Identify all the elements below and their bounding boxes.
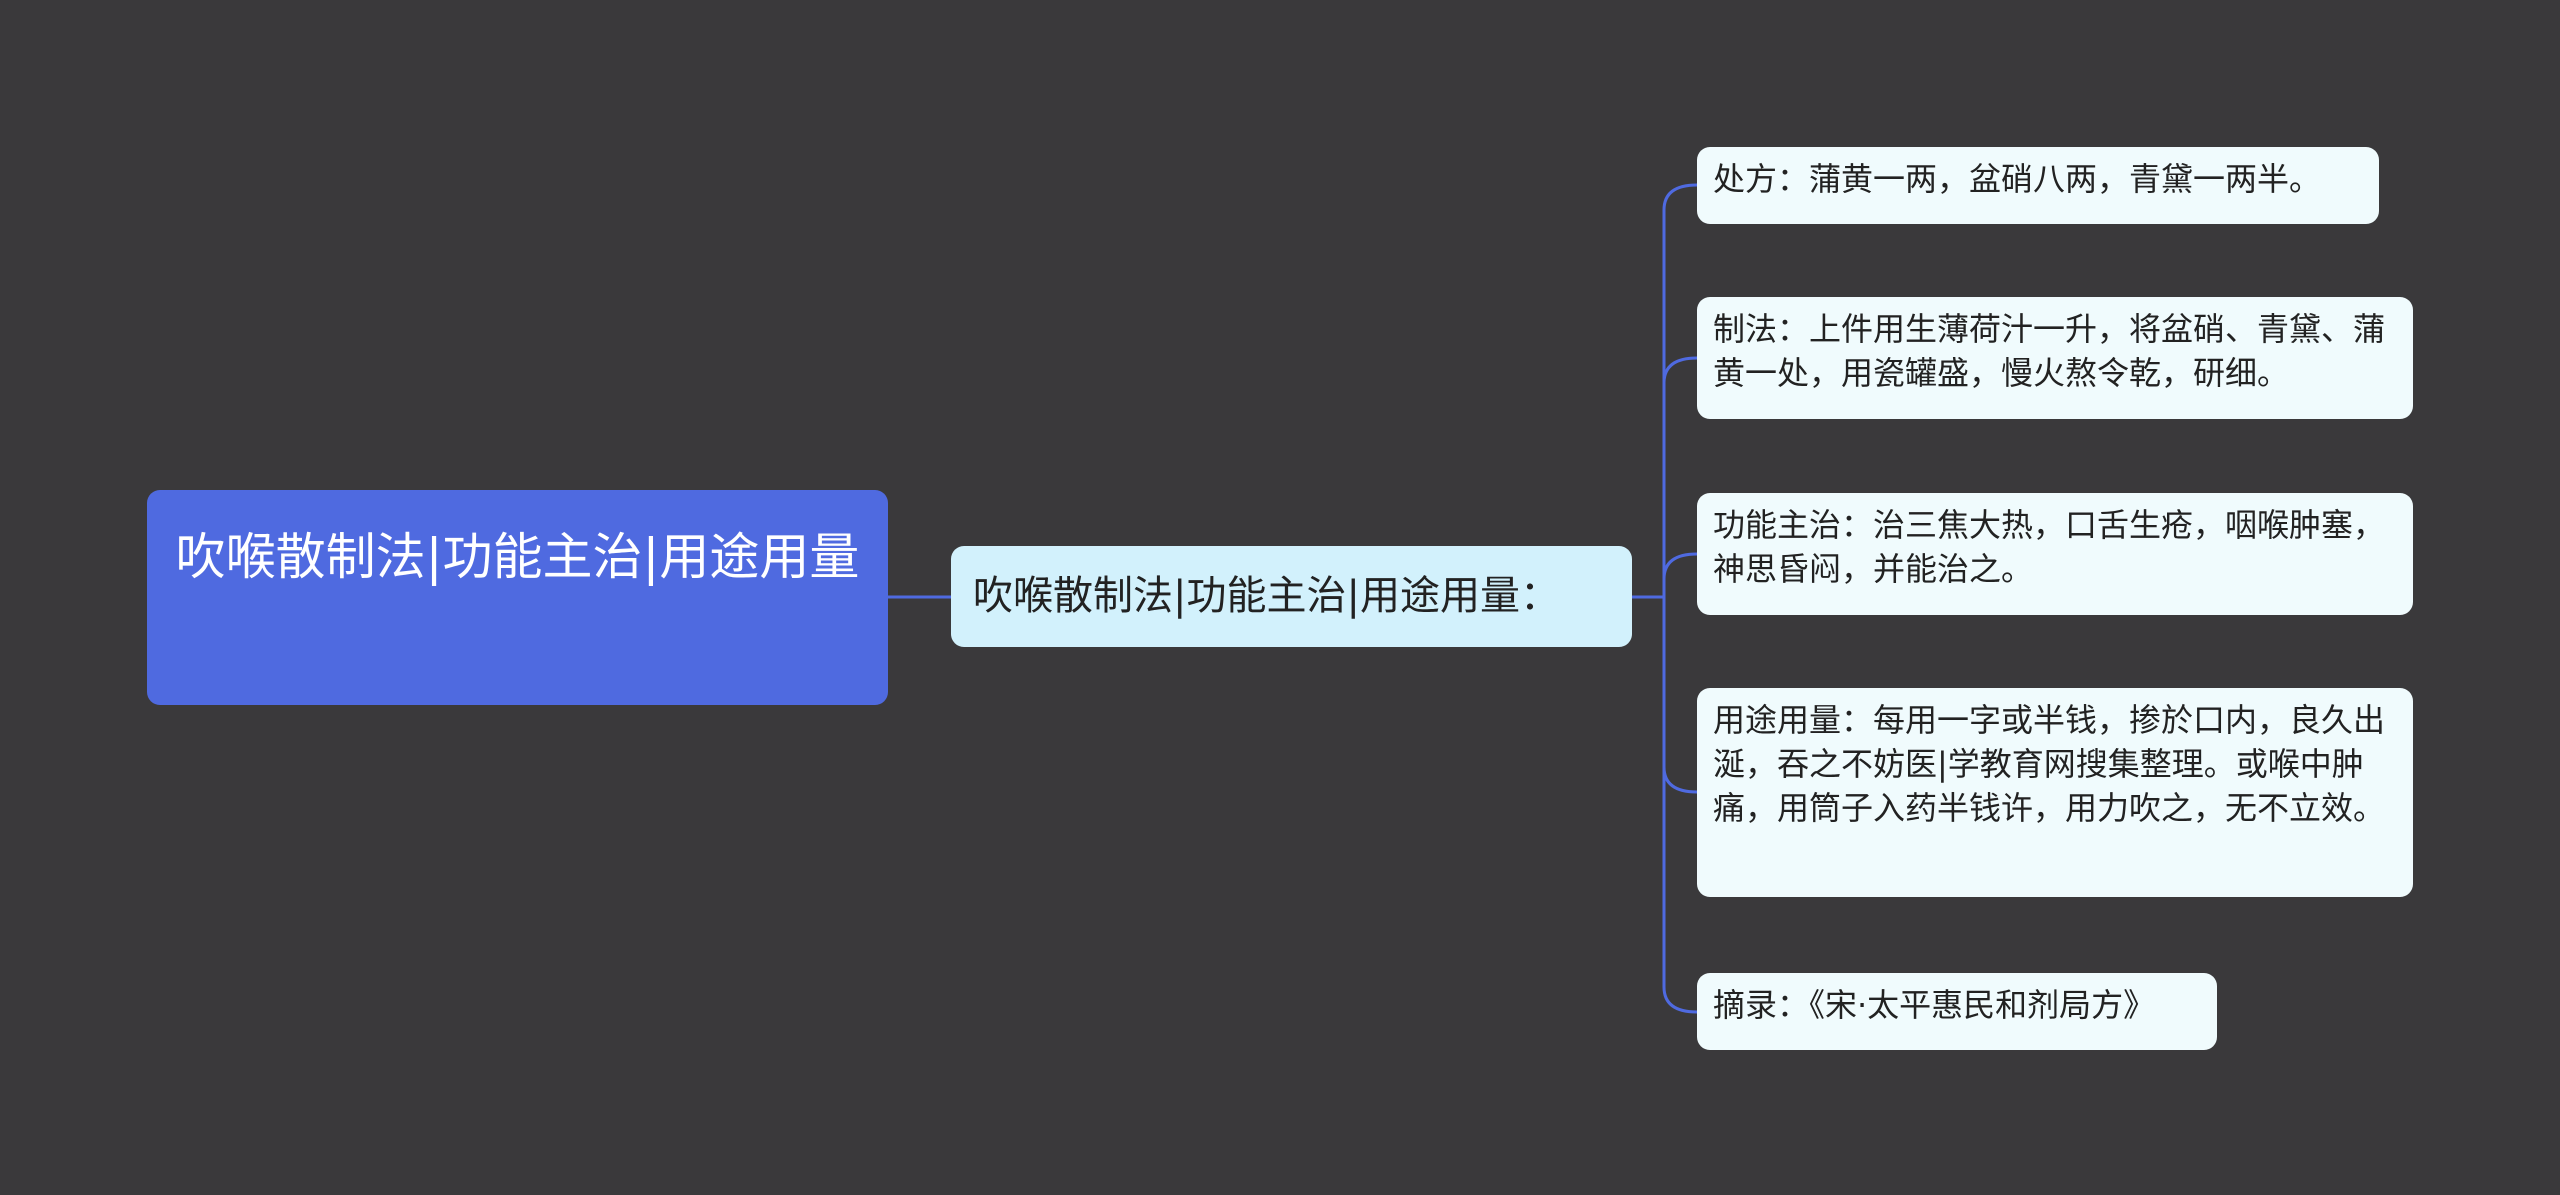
leaf-topic-preparation[interactable]: 制法：上件用生薄荷汁一升，将盆硝、青黛、蒲黄一处，用瓷罐盛，慢火熬令乾，研细。 (1697, 297, 2413, 419)
leaf-topic-prescription[interactable]: 处方：蒲黄一两，盆硝八两，青黛一两半。 (1697, 147, 2379, 224)
leaf-connector-1 (1662, 356, 1698, 384)
leaf-topic-source[interactable]: 摘录：《宋·太平惠民和剂局方》 (1697, 973, 2217, 1050)
leaf-connector-0 (1662, 183, 1698, 211)
leaf-connector-4 (1662, 986, 1698, 1014)
leaf-connector-3 (1662, 766, 1698, 794)
leaf-connector-2 (1662, 552, 1698, 580)
root-topic[interactable]: 吹喉散制法|功能主治|用途用量 (147, 490, 888, 705)
branch-topic[interactable]: 吹喉散制法|功能主治|用途用量： (951, 546, 1632, 647)
leaf-topic-indications[interactable]: 功能主治：治三焦大热，口舌生疮，咽喉肿塞，神思昏闷，并能治之。 (1697, 493, 2413, 615)
leaf-topic-usage-dosage[interactable]: 用途用量：每用一字或半钱，掺於口内，良久出涎，吞之不妨医|学教育网搜集整理。或喉… (1697, 688, 2413, 897)
